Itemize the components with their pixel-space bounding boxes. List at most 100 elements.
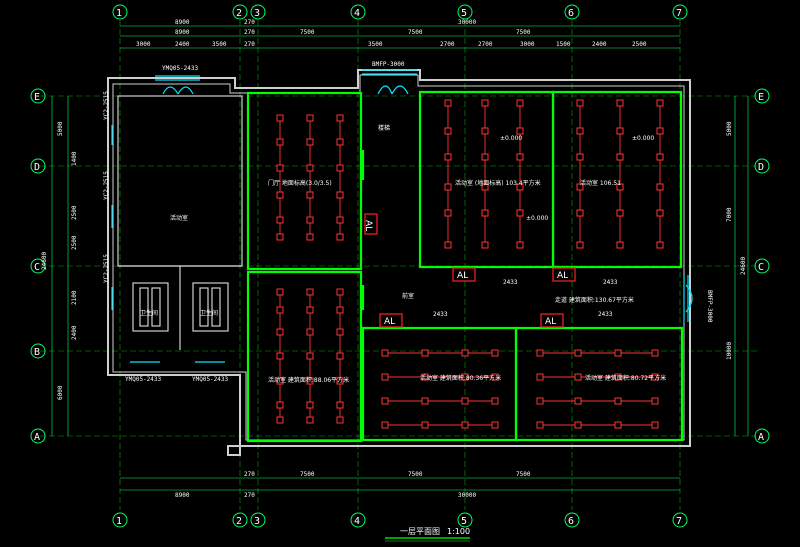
room-right-bottom-1-light-fixture[interactable] [491,397,499,405]
room-right-top-2-light-fixture[interactable] [576,153,584,161]
room-right-top-2-light-fixture[interactable] [576,183,584,191]
room-left-bottom-light-fixture[interactable] [306,328,314,336]
room-right-bottom-2-light-fixture[interactable] [536,397,544,405]
room-left-bottom-light-fixture[interactable] [306,288,314,296]
room-left-top-light-fixture[interactable] [306,164,314,172]
room-right-bottom-2-light-fixture[interactable] [614,373,622,381]
room-right-top-2-light-fixture[interactable] [656,241,664,249]
room-right-bottom-1-light-fixture[interactable] [381,397,389,405]
room-left-top-light-fixture[interactable] [336,138,344,146]
room-left-top-light-fixture[interactable] [276,164,284,172]
room-left-bottom-light-fixture[interactable] [336,288,344,296]
room-right-bottom-1-light-fixture[interactable] [461,373,469,381]
room-right-top-2-light-fixture[interactable] [576,99,584,107]
panel-al-4[interactable] [379,313,403,328]
room-right-bottom-1-light-fixture[interactable] [491,349,499,357]
room-right-bottom-2-light-fixture[interactable] [614,397,622,405]
room-right-top-1-light-fixture[interactable] [481,183,489,191]
room-left-top-light-fixture[interactable] [276,216,284,224]
room-right-top-1-light-fixture[interactable] [444,127,452,135]
room-right-top-2-light-fixture[interactable] [656,153,664,161]
room-right-bottom-2-light-fixture[interactable] [574,421,582,429]
room-right-top-2-light-fixture[interactable] [616,183,624,191]
room-right-bottom-1-light-fixture[interactable] [491,421,499,429]
room-left-bottom-light-fixture[interactable] [276,416,284,424]
room-right-bottom-1-light-fixture[interactable] [381,373,389,381]
room-left-bottom-light-fixture[interactable] [336,352,344,360]
room-right-top-1-light-fixture[interactable] [444,153,452,161]
panel-al-2[interactable] [452,267,476,282]
room-right-top-1-light-fixture[interactable] [516,99,524,107]
room-right-bottom-2-light-fixture[interactable] [614,421,622,429]
room-right-bottom-2-light-fixture[interactable] [574,373,582,381]
room-right-top-1-light-fixture[interactable] [481,99,489,107]
room-right-bottom-2-light-fixture[interactable] [536,373,544,381]
room-right-top-2-light-fixture[interactable] [656,209,664,217]
room-right-bottom-2-light-fixture[interactable] [651,421,659,429]
room-right-top-1-light-fixture[interactable] [481,127,489,135]
room-left-bottom-light-fixture[interactable] [336,401,344,409]
room-left-top-light-fixture[interactable] [306,216,314,224]
room-right-bottom-2-light-fixture[interactable] [651,397,659,405]
room-right-bottom-2-light-fixture[interactable] [574,349,582,357]
room-right-top-2-light-fixture[interactable] [576,241,584,249]
room-right-top-1-light-fixture[interactable] [444,209,452,217]
room-left-top-light-fixture[interactable] [336,191,344,199]
room-right-bottom-1-light-fixture[interactable] [421,373,429,381]
room-left-top-light-fixture[interactable] [306,191,314,199]
room-left-top-light-fixture[interactable] [336,114,344,122]
room-right-top-1-light-fixture[interactable] [516,183,524,191]
room-right-bottom-2-light-fixture[interactable] [536,421,544,429]
room-right-bottom-2-light-fixture[interactable] [536,349,544,357]
room-right-bottom-2-light-fixture[interactable] [574,397,582,405]
room-left-top-light-fixture[interactable] [306,233,314,241]
room-left-bottom-light-fixture[interactable] [276,401,284,409]
room-right-top-1-light-fixture[interactable] [516,127,524,135]
room-right-bottom-2-light-fixture[interactable] [651,349,659,357]
room-left-bottom-light-fixture[interactable] [276,288,284,296]
room-right-top-2-light-fixture[interactable] [616,241,624,249]
room-right-top-2-light-fixture[interactable] [616,127,624,135]
room-left-top-light-fixture[interactable] [276,233,284,241]
room-left-bottom-light-fixture[interactable] [276,328,284,336]
room-right-bottom-2-light-fixture[interactable] [614,349,622,357]
room-right-bottom-1-light-fixture[interactable] [461,421,469,429]
room-right-top-1-light-fixture[interactable] [516,241,524,249]
room-left-bottom-light-fixture[interactable] [306,306,314,314]
panel-al-5[interactable] [540,313,564,328]
room-right-top-1-light-fixture[interactable] [481,241,489,249]
room-right-top-1-light-fixture[interactable] [516,209,524,217]
room-left-bottom-light-fixture[interactable] [306,352,314,360]
room-right-top-2-light-fixture[interactable] [656,183,664,191]
room-left-bottom-light-fixture[interactable] [306,377,314,385]
panel-al-3[interactable] [552,267,576,282]
room-left-top-light-fixture[interactable] [276,138,284,146]
room-right-bottom-1-light-fixture[interactable] [461,349,469,357]
room-right-bottom-2-light-fixture[interactable] [651,373,659,381]
room-right-top-1-light-fixture[interactable] [444,241,452,249]
room-left-top-light-fixture[interactable] [276,114,284,122]
room-right-top-2-light-fixture[interactable] [616,153,624,161]
room-right-top-1-light-fixture[interactable] [444,183,452,191]
room-right-top-1-light-fixture[interactable] [444,99,452,107]
room-left-bottom-light-fixture[interactable] [276,306,284,314]
room-right-top-1-light-fixture[interactable] [481,153,489,161]
room-right-top-2-light-fixture[interactable] [576,209,584,217]
room-right-top-2-light-fixture[interactable] [576,127,584,135]
room-left-top-light-fixture[interactable] [276,191,284,199]
room-left-top-light-fixture[interactable] [306,114,314,122]
room-right-bottom-1-light-fixture[interactable] [491,373,499,381]
room-right-bottom-1-light-fixture[interactable] [421,397,429,405]
room-right-top-2-light-fixture[interactable] [656,99,664,107]
room-right-top-2-light-fixture[interactable] [616,99,624,107]
room-left-top-light-fixture[interactable] [336,216,344,224]
room-right-bottom-1-light-fixture[interactable] [421,349,429,357]
room-right-top-1-light-fixture[interactable] [516,153,524,161]
room-left-bottom-light-fixture[interactable] [306,401,314,409]
room-right-top-2-light-fixture[interactable] [656,127,664,135]
room-right-top-1-light-fixture[interactable] [481,209,489,217]
room-left-bottom-light-fixture[interactable] [336,306,344,314]
room-right-bottom-1-light-fixture[interactable] [381,349,389,357]
room-left-bottom-light-fixture[interactable] [336,377,344,385]
room-right-bottom-1-light-fixture[interactable] [421,421,429,429]
